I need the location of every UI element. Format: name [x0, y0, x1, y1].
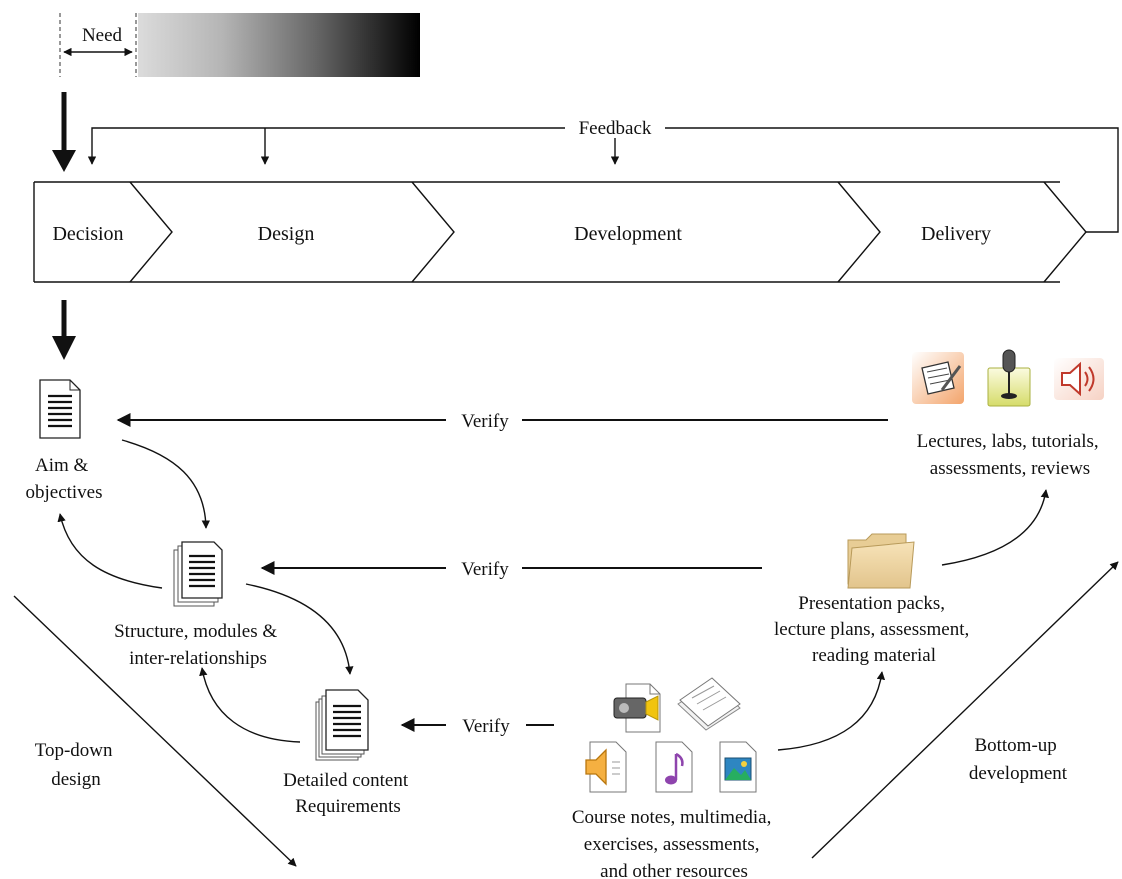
bottom-up-development-label: Bottom-up development — [969, 735, 1068, 784]
stage-development: Development — [574, 223, 682, 245]
feedback-loop: Feedback — [87, 118, 1119, 233]
resources-line-1: Course notes, multimedia, — [572, 807, 771, 828]
video-file-icon — [613, 683, 661, 733]
feedback-label: Feedback — [579, 118, 652, 139]
top-down-line-2: design — [51, 769, 101, 790]
bottom-up-line-1: Bottom-up — [974, 735, 1056, 756]
packs-line-2: lecture plans, assessment, — [774, 619, 969, 640]
lectures-line-2: assessments, reviews — [930, 458, 1090, 479]
stage-design: Design — [258, 223, 315, 245]
need-bar: Need — [59, 13, 420, 77]
image-file-icon — [719, 741, 757, 793]
packs-to-lectures-arrow — [941, 489, 1050, 566]
top-down-design-label: Top-down design — [35, 740, 118, 790]
verify-arrow-2: Verify — [260, 559, 762, 580]
presentation-packs-label: Presentation packs, lecture plans, asses… — [774, 593, 974, 666]
aim-line-1: Aim & — [35, 455, 89, 476]
aim-line-2: objectives — [25, 482, 102, 503]
speaker-icon — [1054, 358, 1104, 400]
verify-arrow-1: Verify — [116, 411, 888, 432]
detailed-to-structure-arrow — [199, 667, 301, 743]
course-resources-label: Course notes, multimedia, exercises, ass… — [572, 807, 776, 879]
verify-arrow-3: Verify — [400, 716, 554, 737]
structure-line-2: inter-relationships — [129, 648, 267, 669]
microphone-icon — [987, 349, 1031, 407]
top-down-line-1: Top-down — [35, 740, 113, 761]
stage-delivery: Delivery — [921, 223, 991, 245]
document-icon — [39, 379, 81, 439]
structure-to-detailed-arrow — [245, 583, 354, 675]
detailed-line-2: Requirements — [295, 796, 401, 817]
verify-label-3: Verify — [462, 716, 510, 737]
music-file-icon — [655, 741, 693, 793]
lectures-line-1: Lectures, labs, tutorials, — [917, 431, 1099, 452]
paper-stack-icon — [677, 677, 741, 731]
packs-line-3: reading material — [812, 645, 936, 666]
detailed-content-label: Detailed content Requirements — [283, 770, 413, 817]
stage-decision: Decision — [52, 223, 123, 245]
stacked-documents-icon — [315, 689, 369, 761]
structure-label: Structure, modules & inter-relationships — [114, 621, 282, 669]
bottom-up-axis — [811, 561, 1119, 859]
resources-to-packs-arrow — [777, 671, 886, 751]
aim-objectives-label: Aim & objectives — [25, 455, 102, 503]
need-label: Need — [82, 25, 123, 46]
packs-line-1: Presentation packs, — [798, 593, 945, 614]
resources-line-2: exercises, assessments, — [584, 834, 760, 855]
resources-line-3: and other resources — [600, 861, 748, 879]
bottom-up-line-2: development — [969, 763, 1068, 784]
detailed-line-1: Detailed content — [283, 770, 409, 791]
structure-to-aim-arrow — [57, 513, 163, 589]
stacked-documents-icon — [173, 541, 223, 607]
stage-chevrons — [33, 181, 1087, 283]
verify-label-1: Verify — [461, 411, 509, 432]
notepad-icon — [912, 352, 964, 404]
structure-line-1: Structure, modules & — [114, 621, 277, 642]
verify-label-2: Verify — [461, 559, 509, 580]
audio-file-icon — [585, 741, 627, 793]
folder-icon — [847, 533, 915, 589]
aim-to-structure-arrow — [121, 439, 211, 529]
top-down-axis — [13, 595, 297, 867]
lectures-label: Lectures, labs, tutorials, assessments, … — [917, 431, 1104, 479]
